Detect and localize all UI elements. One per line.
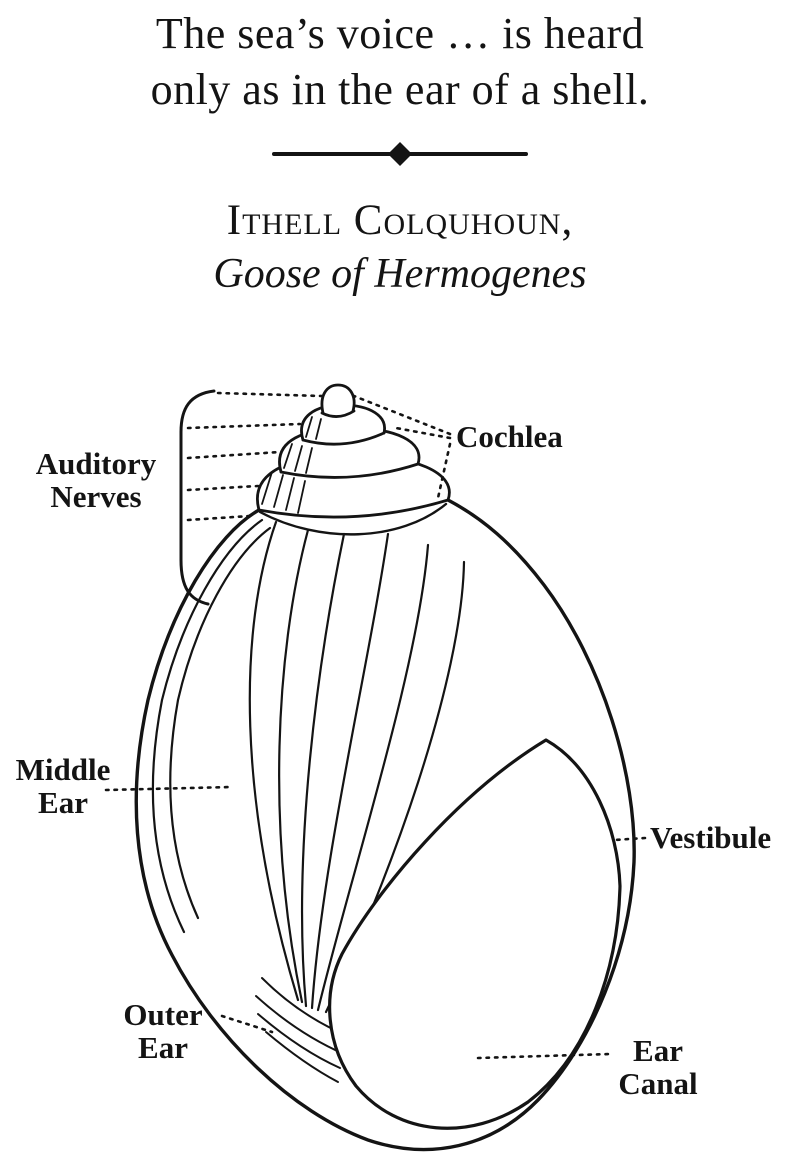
- auditory-nerves-bracket: [179, 389, 216, 606]
- leader-auditory-1: [216, 391, 324, 398]
- leader-auditory-4: [186, 484, 260, 492]
- leader-outer-ear: [220, 1014, 274, 1034]
- label-cochlea: Cochlea: [456, 419, 563, 454]
- leader-auditory-5: [186, 514, 252, 522]
- label-outer-ear: Outer Ear: [110, 998, 216, 1064]
- divider-rule: [272, 141, 528, 167]
- epigraph-line-2: only as in the ear of a shell.: [150, 65, 650, 114]
- shell-spire: [256, 383, 451, 519]
- epigraph: The sea’s voice … is heard only as in th…: [0, 6, 800, 118]
- label-middle-ear-line1: Middle: [15, 752, 111, 787]
- leader-lines: [104, 391, 647, 1060]
- label-outer-ear-line1: Outer: [123, 997, 203, 1032]
- leader-vestibule: [612, 836, 647, 842]
- leader-auditory-2: [186, 422, 302, 430]
- work-title: Goose of Hermogenes: [213, 251, 587, 297]
- label-ear-canal: Ear Canal: [606, 1034, 710, 1100]
- label-outer-ear-line2: Ear: [138, 1030, 188, 1065]
- label-middle-ear: Middle Ear: [6, 753, 120, 819]
- leader-ear-canal: [476, 1052, 612, 1060]
- leader-cochlea-1: [352, 394, 452, 436]
- label-vestibule: Vestibule: [650, 820, 772, 855]
- label-auditory-nerves-line2: Nerves: [50, 479, 142, 514]
- label-ear-canal-line1: Ear: [633, 1033, 683, 1068]
- label-middle-ear-line2: Ear: [38, 785, 88, 820]
- leader-cochlea-2: [394, 426, 452, 440]
- leader-middle-ear: [104, 785, 234, 792]
- leader-cochlea-3: [436, 442, 452, 500]
- shell-aperture: [328, 738, 622, 1130]
- label-auditory-nerves: Auditory Nerves: [18, 447, 174, 513]
- spire-hatch-lines: [261, 416, 322, 514]
- label-auditory-nerves-line1: Auditory: [35, 446, 157, 481]
- author-name: Ithell Colquhoun,: [226, 197, 574, 244]
- epigraph-line-1: The sea’s voice … is heard: [155, 9, 645, 58]
- leader-auditory-3: [186, 450, 282, 460]
- label-ear-canal-line2: Canal: [618, 1066, 698, 1101]
